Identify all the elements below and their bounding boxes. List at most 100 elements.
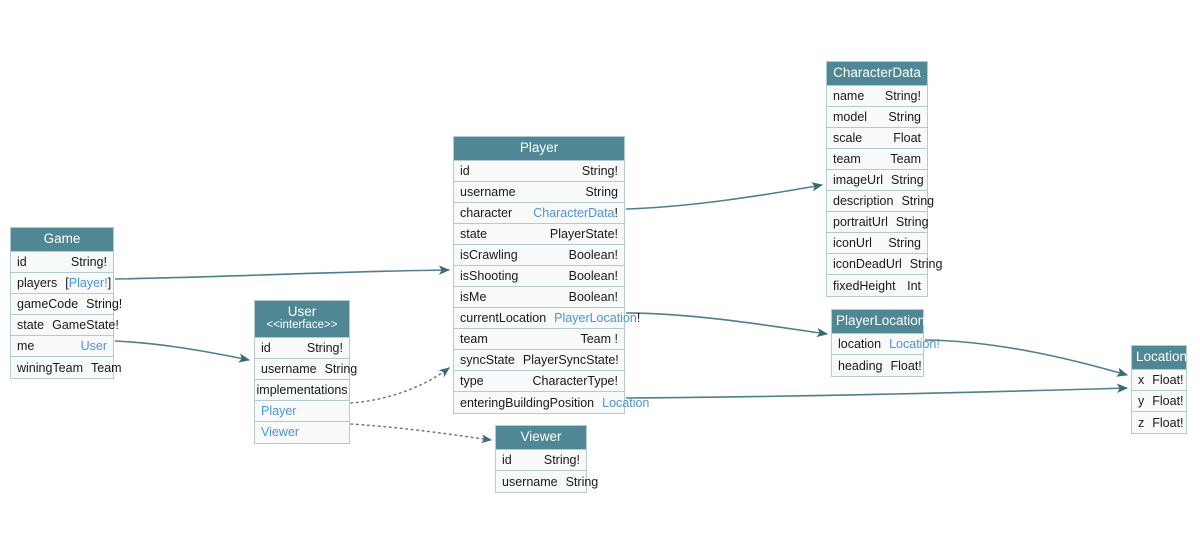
- field-type: String!: [306, 340, 343, 355]
- field-type: Float!: [1152, 394, 1184, 409]
- type-link[interactable]: User: [80, 339, 107, 354]
- field-name: isCrawling: [460, 248, 518, 263]
- node-characterdata[interactable]: CharacterData name String! model String …: [826, 61, 942, 298]
- field-type: Int: [907, 278, 921, 293]
- type-suffix: !: [614, 206, 618, 221]
- type-link[interactable]: PlayerLocation: [554, 311, 637, 326]
- implementations-label-row: implementations: [255, 379, 349, 401]
- field-name: state: [17, 318, 45, 333]
- field-row[interactable]: id String!: [454, 161, 624, 183]
- field-type: String!: [581, 164, 618, 179]
- field-type: Float!: [1152, 415, 1184, 430]
- field-name: syncState: [460, 353, 515, 368]
- field-row[interactable]: gameCode String!: [11, 294, 122, 316]
- type-prefix: [: [65, 276, 69, 291]
- node-playerlocation[interactable]: PlayerLocation location Location! headin…: [831, 309, 940, 378]
- field-row[interactable]: state GameState!: [11, 315, 119, 337]
- field-row[interactable]: me User: [11, 336, 113, 358]
- field-type: String!: [86, 297, 123, 312]
- implementation-player[interactable]: Player: [261, 403, 297, 418]
- field-row[interactable]: fixedHeight Int: [827, 275, 927, 297]
- type-link[interactable]: Location!: [889, 337, 940, 352]
- field-name: model: [833, 110, 868, 125]
- node-player[interactable]: Player id String! username String charac…: [453, 136, 649, 415]
- node-location[interactable]: Location x Float! y Float! z Float!: [1131, 345, 1187, 435]
- field-row[interactable]: id String!: [11, 252, 113, 274]
- field-type: String!: [884, 89, 921, 104]
- edge-player-enteringbuildingposition-to-location: [625, 383, 1129, 399]
- field-row[interactable]: currentLocation PlayerLocation!: [454, 308, 640, 330]
- field-row[interactable]: username String: [255, 358, 357, 380]
- field-row[interactable]: id String!: [496, 450, 586, 472]
- implementation-viewer[interactable]: Viewer: [261, 425, 299, 440]
- node-viewer-title: Viewer: [496, 426, 586, 451]
- field-type: Float: [893, 131, 921, 146]
- implementation-row[interactable]: Viewer: [255, 421, 349, 443]
- field-type: String!: [70, 255, 107, 270]
- field-type: String: [888, 110, 921, 125]
- field-name: id: [460, 164, 470, 179]
- field-row[interactable]: isMe Boolean!: [454, 287, 624, 309]
- edge-user-implements-player: [350, 367, 450, 404]
- type-link[interactable]: Player!: [68, 276, 108, 291]
- field-row[interactable]: iconUrl String: [827, 233, 927, 255]
- field-row[interactable]: state PlayerState!: [454, 224, 624, 246]
- type-link[interactable]: Location: [602, 395, 650, 410]
- field-row[interactable]: username String: [454, 182, 624, 204]
- field-name: id: [17, 255, 27, 270]
- type-suffix: ]: [107, 276, 112, 291]
- field-type: String: [909, 257, 943, 272]
- field-row[interactable]: isCrawling Boolean!: [454, 245, 624, 267]
- field-row[interactable]: iconDeadUrl String: [827, 254, 942, 276]
- field-row[interactable]: id String!: [255, 337, 349, 359]
- field-name: scale: [833, 131, 863, 146]
- node-user-stereotype: <<interface>>: [266, 319, 338, 332]
- field-name: gameCode: [17, 297, 79, 312]
- field-row[interactable]: winingTeam Team: [11, 357, 122, 379]
- field-name: state: [460, 227, 488, 242]
- field-name: winingTeam: [17, 360, 84, 375]
- field-row[interactable]: name String!: [827, 86, 927, 108]
- field-row[interactable]: syncState PlayerSyncState!: [454, 350, 624, 372]
- node-user[interactable]: User <<interface>> id String! username S…: [254, 300, 357, 444]
- field-name: type: [460, 374, 484, 389]
- field-row[interactable]: imageUrl String: [827, 170, 927, 192]
- type-link[interactable]: CharacterData: [533, 206, 615, 221]
- field-row[interactable]: location Location!: [832, 334, 940, 356]
- field-type: Team !: [580, 332, 618, 347]
- field-name: description: [833, 194, 894, 209]
- field-row[interactable]: z Float!: [1132, 412, 1186, 434]
- field-row[interactable]: username String: [496, 471, 598, 493]
- field-row[interactable]: enteringBuildingPosition Location: [454, 392, 649, 414]
- field-row[interactable]: model String: [827, 107, 927, 129]
- field-name: heading: [838, 358, 883, 373]
- field-type: PlayerLocation!: [546, 311, 640, 325]
- field-row[interactable]: players [Player!]: [11, 273, 113, 295]
- field-row[interactable]: team Team !: [454, 329, 624, 351]
- field-row[interactable]: portraitUrl String: [827, 212, 929, 234]
- node-playerlocation-title: PlayerLocation: [832, 310, 925, 335]
- node-viewer[interactable]: Viewer id String! username String: [495, 425, 598, 494]
- field-name: username: [460, 185, 516, 200]
- field-name: iconUrl: [833, 236, 872, 251]
- field-type: Boolean!: [568, 248, 618, 263]
- field-row[interactable]: x Float!: [1132, 370, 1186, 392]
- field-row[interactable]: description String: [827, 191, 934, 213]
- implementation-row[interactable]: Player: [255, 400, 349, 422]
- field-name: name: [833, 89, 865, 104]
- node-player-title: Player: [454, 137, 624, 162]
- field-row[interactable]: isShooting Boolean!: [454, 266, 624, 288]
- field-row[interactable]: type CharacterType!: [454, 371, 624, 393]
- field-type: String: [324, 361, 358, 376]
- field-row[interactable]: team Team: [827, 149, 927, 171]
- field-row[interactable]: scale Float: [827, 128, 927, 150]
- field-row[interactable]: character CharacterData!: [454, 203, 624, 225]
- field-type: String: [895, 215, 929, 230]
- node-game[interactable]: Game id String! players [Player!] gameCo…: [10, 227, 122, 380]
- edge-player-character-to-characterdata: [625, 182, 824, 210]
- field-name: z: [1138, 415, 1145, 430]
- field-type: [Player!]: [57, 276, 111, 290]
- field-row[interactable]: y Float!: [1132, 391, 1186, 413]
- field-type: String: [888, 236, 921, 251]
- field-row[interactable]: heading Float!: [832, 355, 923, 377]
